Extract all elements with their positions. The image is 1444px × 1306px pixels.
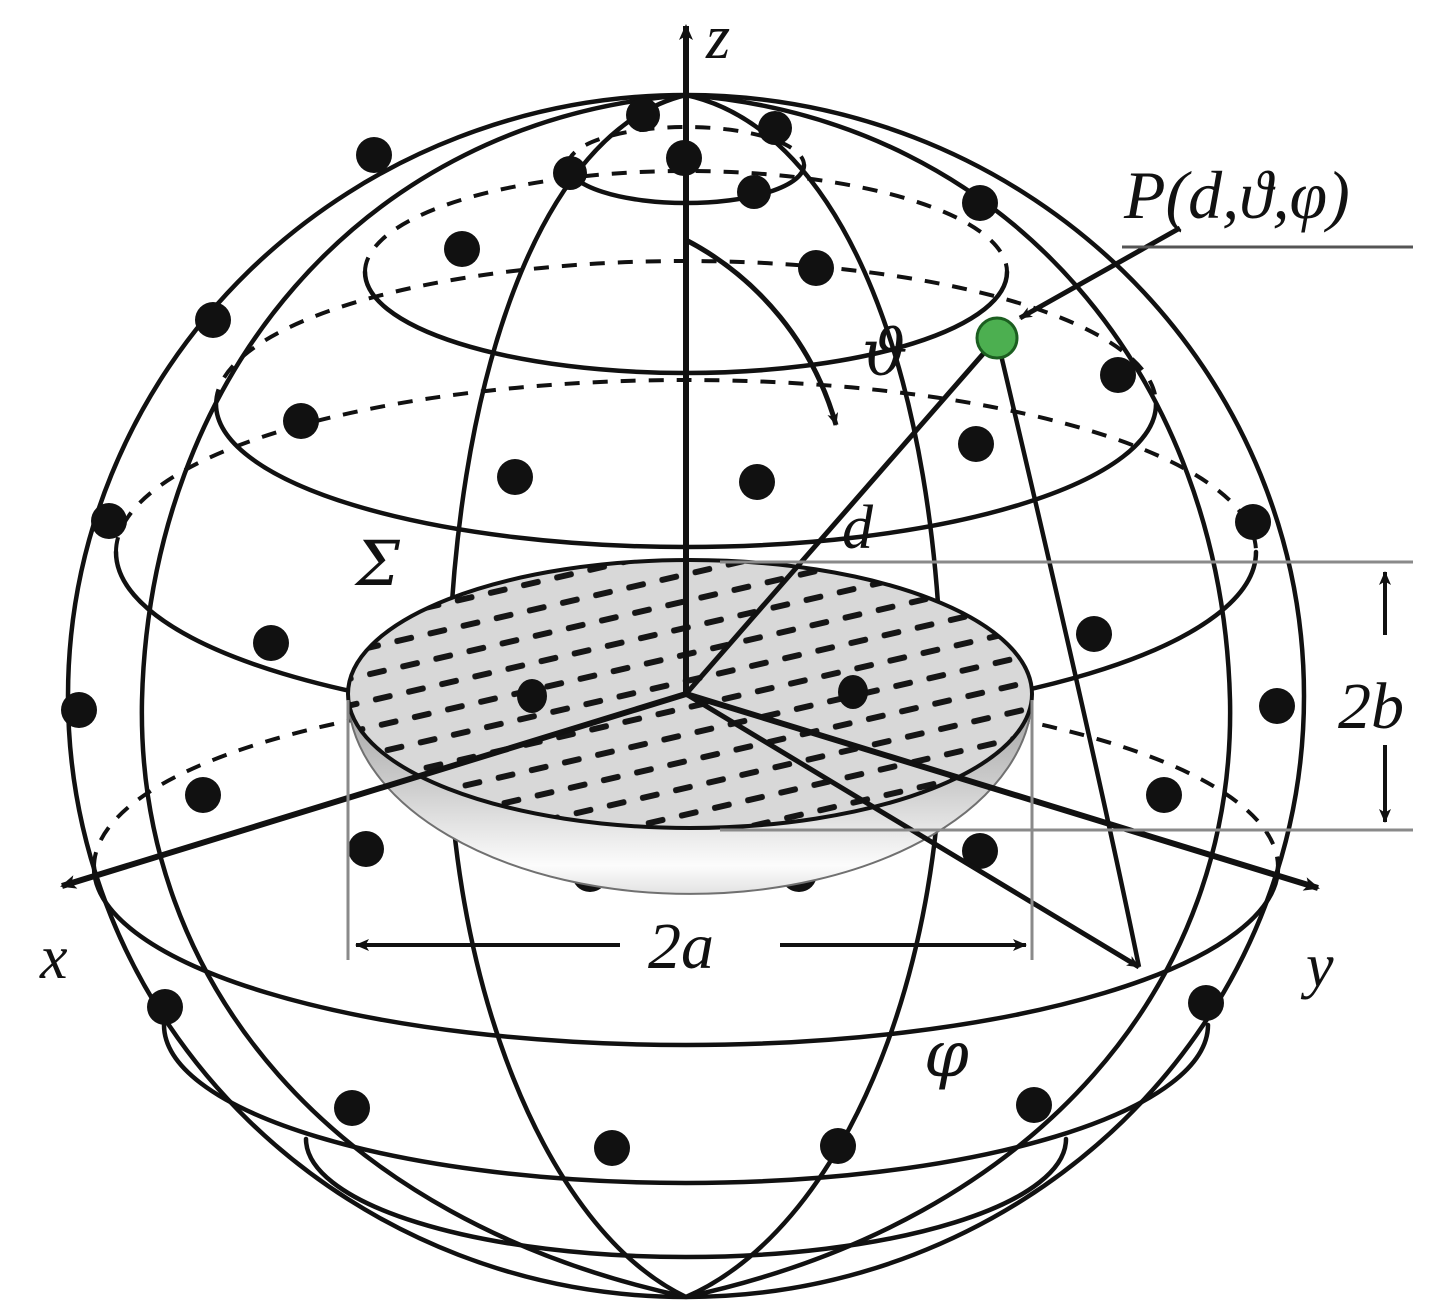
radius-label-d: d	[842, 494, 874, 562]
polar-angle-label: ϑ	[862, 317, 908, 391]
surface-sample-points	[61, 98, 1295, 1166]
point-label-P: P(d,ϑ,φ)	[1123, 157, 1350, 233]
oblate-spheroid-disk	[346, 558, 1034, 895]
coordinate-axes	[60, 24, 1320, 891]
point-label-leader	[1018, 225, 1413, 321]
axis-label-z: z	[705, 4, 730, 72]
disk-surface-points	[517, 675, 868, 713]
polar-angle-arc	[684, 237, 839, 426]
dim-label-2a: 2a	[648, 910, 714, 983]
azimuth-angle-label: φ	[924, 1018, 969, 1092]
x-axis	[60, 691, 687, 889]
radius-line-d	[684, 336, 999, 696]
axis-label-x: x	[39, 924, 68, 992]
axis-label-y: y	[1300, 932, 1334, 1000]
surface-label-sigma: Σ	[354, 527, 401, 600]
dimension-lines	[346, 560, 1413, 960]
dim-label-2b: 2b	[1338, 670, 1404, 743]
dimension-arrows	[355, 571, 1391, 951]
point-P-marker	[975, 316, 1019, 360]
y-axis	[685, 691, 1320, 891]
meridian-through-P	[994, 337, 1142, 968]
